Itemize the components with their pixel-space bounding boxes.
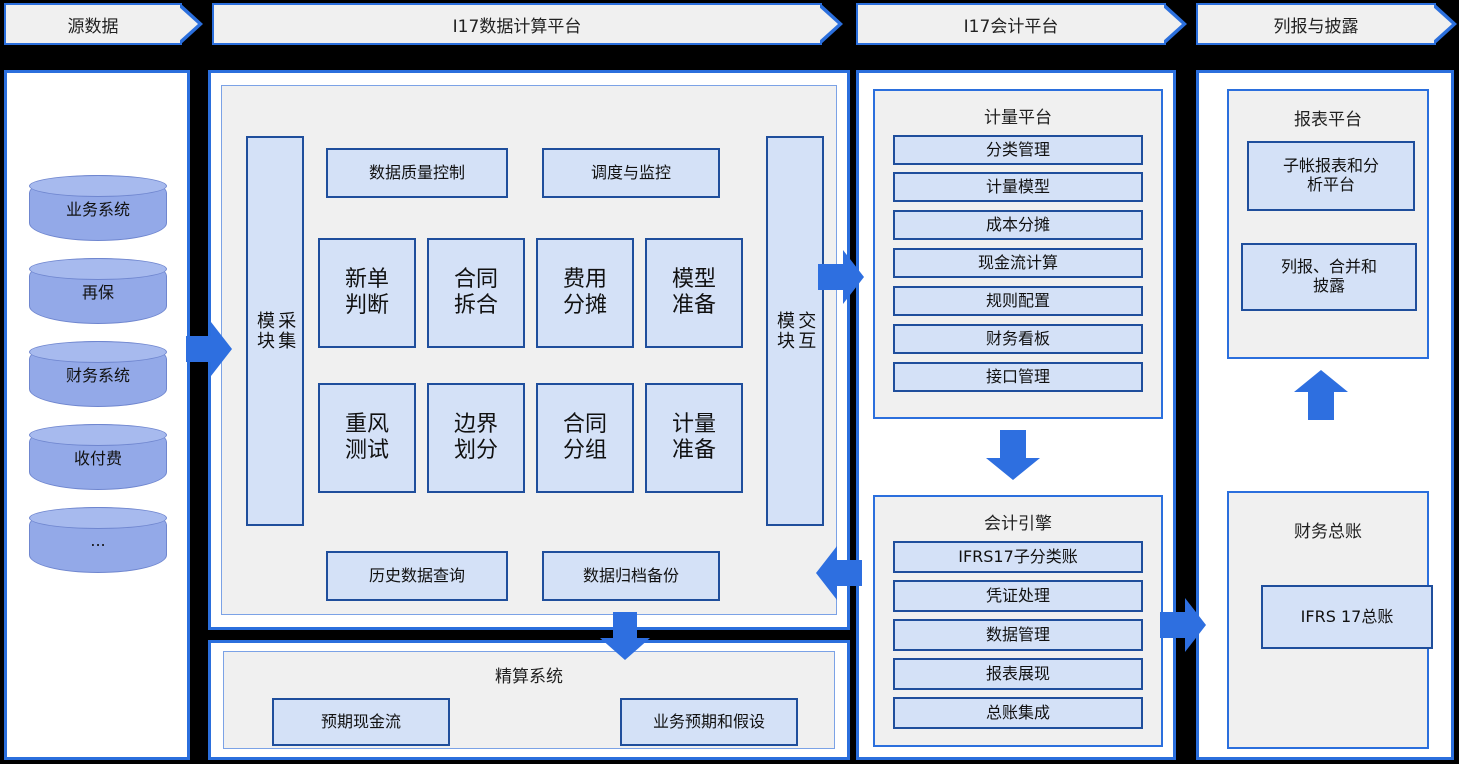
interface-management-box[interactable]: 接口管理 bbox=[893, 362, 1143, 392]
voucher-processing-box[interactable]: 凭证处理 bbox=[893, 580, 1143, 612]
banner-compute-platform: I17数据计算平台 bbox=[212, 3, 843, 45]
banner-label: I17会计平台 bbox=[963, 16, 1059, 37]
source-cylinder: 财务系统 bbox=[29, 341, 167, 407]
banner-label: I17数据计算平台 bbox=[452, 16, 582, 37]
contract-grouping-box[interactable]: 合同 分组 bbox=[536, 383, 634, 493]
ifrs17-subledger-box[interactable]: IFRS17子分类账 bbox=[893, 541, 1143, 573]
source-cylinder: 业务系统 bbox=[29, 175, 167, 241]
data-quality-control-box[interactable]: 数据质量控制 bbox=[326, 148, 508, 198]
model-preparation-box[interactable]: 模型 准备 bbox=[645, 238, 743, 348]
financial-dashboard-box[interactable]: 财务看板 bbox=[893, 324, 1143, 354]
measurement-model-box[interactable]: 计量模型 bbox=[893, 172, 1143, 202]
banner-label: 源数据 bbox=[67, 16, 119, 37]
interaction-module-box[interactable]: 交互 模块 bbox=[766, 136, 824, 526]
measurement-preparation-box[interactable]: 计量 准备 bbox=[645, 383, 743, 493]
cylinder-label: 收付费 bbox=[73, 449, 122, 468]
report-platform-title: 报表平台 bbox=[1294, 110, 1362, 130]
column-compute-platform: 采集 模块 数据质量控制 调度与监控 新单 判断 合同 拆合 费用 分摊 模型 … bbox=[208, 70, 850, 630]
source-cylinder: ... bbox=[29, 507, 167, 573]
expense-allocation-box[interactable]: 费用 分摊 bbox=[536, 238, 634, 348]
cashflow-calculation-box[interactable]: 现金流计算 bbox=[893, 248, 1143, 278]
presentation-consolidation-disclosure-box[interactable]: 列报、合并和 披露 bbox=[1241, 243, 1417, 311]
source-cylinder: 收付费 bbox=[29, 424, 167, 490]
column-actuarial-system: 精算系统 预期现金流 业务预期和假设 bbox=[208, 640, 850, 760]
arrow-engine-to-compute-icon bbox=[816, 546, 862, 600]
ifrs17-general-ledger-box[interactable]: IFRS 17总账 bbox=[1261, 585, 1433, 649]
accounting-engine-title: 会计引擎 bbox=[984, 514, 1052, 534]
chevron-tip-icon bbox=[818, 3, 843, 45]
chevron-tip-icon bbox=[1162, 3, 1187, 45]
banner-reporting-disclosure: 列报与披露 bbox=[1196, 3, 1457, 45]
ledger-integration-box[interactable]: 总账集成 bbox=[893, 697, 1143, 729]
compute-inner-panel: 采集 模块 数据质量控制 调度与监控 新单 判断 合同 拆合 费用 分摊 模型 … bbox=[221, 85, 837, 615]
business-expectation-assumption-box[interactable]: 业务预期和假设 bbox=[620, 698, 798, 746]
banner-accounting-platform: I17会计平台 bbox=[856, 3, 1187, 45]
subledger-report-analysis-box[interactable]: 子帐报表和分 析平台 bbox=[1247, 141, 1415, 211]
report-platform-panel: 报表平台 子帐报表和分 析平台 列报、合并和 披露 bbox=[1227, 89, 1429, 359]
cylinder-label: 再保 bbox=[81, 283, 114, 302]
measurement-platform-panel: 计量平台 分类管理 计量模型 成本分摊 现金流计算 规则配置 财务看板 接口管理 bbox=[873, 89, 1163, 419]
arrow-measurement-to-engine-icon bbox=[986, 430, 1040, 480]
expected-cashflow-box[interactable]: 预期现金流 bbox=[272, 698, 450, 746]
banner-source-data: 源数据 bbox=[4, 3, 203, 45]
cost-allocation-box[interactable]: 成本分摊 bbox=[893, 210, 1143, 240]
chevron-tip-icon bbox=[178, 3, 203, 45]
heavy-risk-test-box[interactable]: 重风 测试 bbox=[318, 383, 416, 493]
history-data-query-box[interactable]: 历史数据查询 bbox=[326, 551, 508, 601]
report-presentation-box[interactable]: 报表展现 bbox=[893, 658, 1143, 690]
general-ledger-panel: 财务总账 IFRS 17总账 bbox=[1227, 491, 1433, 749]
general-ledger-title: 财务总账 bbox=[1294, 522, 1362, 542]
collect-module-box[interactable]: 采集 模块 bbox=[246, 136, 304, 526]
cylinder-label: 财务系统 bbox=[65, 366, 130, 385]
classification-management-box[interactable]: 分类管理 bbox=[893, 135, 1143, 165]
banner-label: 列报与披露 bbox=[1273, 16, 1359, 37]
data-archive-backup-box[interactable]: 数据归档备份 bbox=[542, 551, 720, 601]
arrow-ledger-to-report-icon bbox=[1294, 370, 1348, 420]
chevron-tip-icon bbox=[1432, 3, 1457, 45]
arrow-engine-to-ledger-icon bbox=[1160, 598, 1206, 652]
source-cylinder: 再保 bbox=[29, 258, 167, 324]
column-reporting-disclosure: 报表平台 子帐报表和分 析平台 列报、合并和 披露 财务总账 IFRS 17总账 bbox=[1196, 70, 1454, 760]
scheduling-monitoring-box[interactable]: 调度与监控 bbox=[542, 148, 720, 198]
column-source-data: 业务系统 再保 财务系统 收付费 ... bbox=[4, 70, 190, 760]
contract-split-merge-box[interactable]: 合同 拆合 bbox=[427, 238, 525, 348]
arrow-source-to-compute-icon bbox=[186, 322, 232, 376]
rule-configuration-box[interactable]: 规则配置 bbox=[893, 286, 1143, 316]
accounting-engine-panel: 会计引擎 IFRS17子分类账 凭证处理 数据管理 报表展现 总账集成 bbox=[873, 495, 1163, 747]
measurement-platform-title: 计量平台 bbox=[984, 108, 1052, 128]
arrow-compute-to-actuarial-icon bbox=[600, 612, 650, 660]
data-management-box[interactable]: 数据管理 bbox=[893, 619, 1143, 651]
actuarial-system-title: 精算系统 bbox=[495, 667, 563, 687]
boundary-division-box[interactable]: 边界 划分 bbox=[427, 383, 525, 493]
actuarial-inner-panel: 精算系统 预期现金流 业务预期和假设 bbox=[223, 651, 835, 749]
new-policy-judgement-box[interactable]: 新单 判断 bbox=[318, 238, 416, 348]
cylinder-label: 业务系统 bbox=[65, 200, 130, 219]
arrow-compute-to-measurement-icon bbox=[818, 250, 864, 304]
column-accounting-platform: 计量平台 分类管理 计量模型 成本分摊 现金流计算 规则配置 财务看板 接口管理… bbox=[856, 70, 1176, 760]
cylinder-label: ... bbox=[90, 530, 106, 550]
